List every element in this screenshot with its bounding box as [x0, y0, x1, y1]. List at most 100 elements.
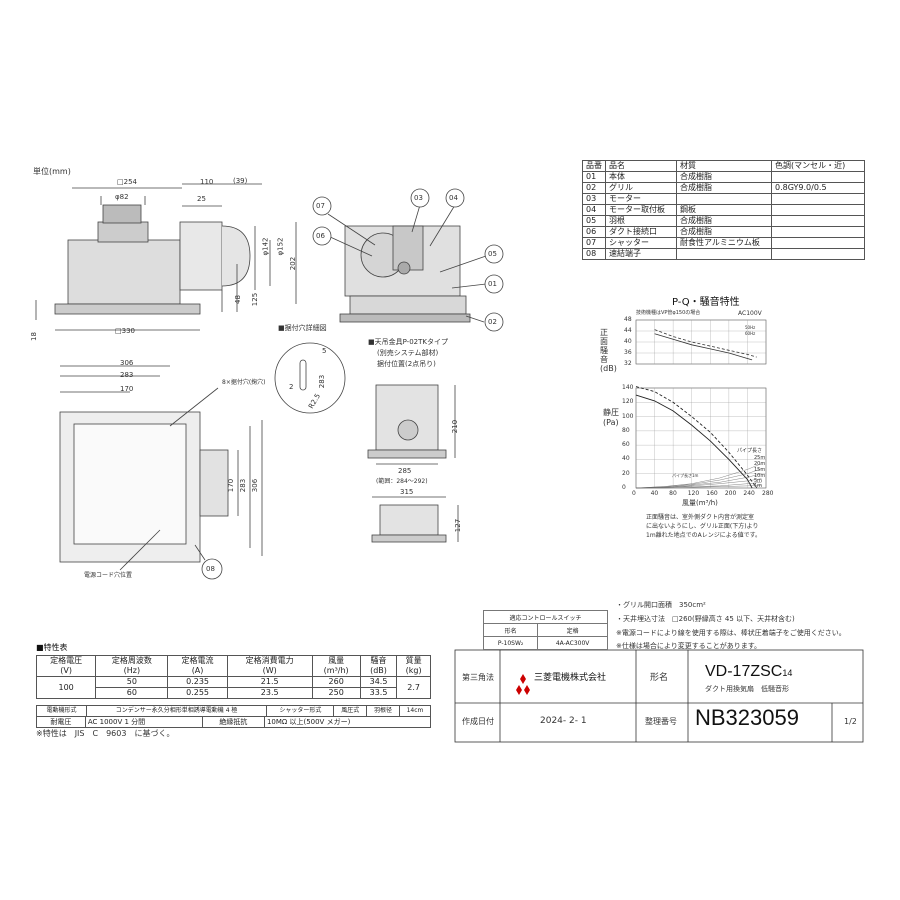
dim-label: φ142 [261, 237, 270, 256]
cell: 04 [582, 204, 606, 216]
cell: シャッター [605, 237, 677, 249]
date-label: 作成日付 [462, 717, 494, 726]
cell [676, 193, 772, 205]
table-row: 60 0.255 23.5 250 33.5 [37, 687, 431, 699]
header-cell: 定格 [537, 623, 608, 637]
pq-series-line [635, 394, 753, 489]
tick-label: 0 [632, 490, 636, 497]
dim-label: □254 [117, 178, 137, 186]
dim-label: 283 [120, 371, 134, 379]
cell: 合成樹脂 [676, 182, 772, 194]
tick-label: 0 [622, 484, 626, 491]
tick-label: 36 [624, 349, 632, 356]
pipe-resistance-curve [636, 484, 762, 489]
pipe-resistance-curve [635, 482, 762, 489]
curve-label: パイプ長さ1m [672, 473, 699, 478]
cell: シャッター形式 [266, 705, 335, 717]
callout-04: 04 [449, 194, 458, 202]
cell [771, 226, 865, 238]
noise-series-line [654, 329, 757, 358]
cell: 50 [95, 676, 169, 688]
unit-label: 単位(mm) [33, 167, 71, 176]
dim-label: 125 [251, 292, 260, 307]
header-cell: 定格周波数 (Hz) [95, 655, 169, 677]
cell: 本体 [605, 171, 677, 183]
cell: 100 [35, 676, 97, 699]
cord-note: 電源コード穴位置 [84, 572, 133, 579]
curve-label: 5m [754, 478, 763, 484]
callout-03: 03 [414, 194, 423, 202]
tick-label: 140 [622, 384, 634, 391]
control-switch-title: 適応コントロールスイッチ [483, 610, 608, 624]
cell: 23.5 [226, 687, 313, 699]
chart-subtitle: 技術機種はVP管φ150の場合 [636, 310, 701, 316]
cell: 速結端子 [605, 248, 677, 260]
tick-label: 160 [706, 490, 718, 497]
spec-header-row: 定格電圧 (V) 定格周波数 (Hz) 定格電流 (A) 定格消費電力 (W) … [35, 655, 431, 677]
cell: 2.7 [396, 676, 431, 699]
dim-label: 283 [239, 478, 248, 493]
chart-note: 1m離れた地点でのAレンジによる値です。 [646, 532, 761, 539]
dim-label: 210 [451, 419, 460, 434]
tick-label: 20 [622, 469, 630, 477]
dim-label: 25 [197, 195, 206, 203]
model-label: 形名 [650, 673, 669, 683]
dim-label: 306 [120, 359, 134, 367]
cell: ダクト接続口 [605, 226, 677, 238]
dim-label: 306 [251, 478, 260, 493]
mitsubishi-logo-icon [516, 674, 530, 695]
x-axis-label: 風量(m³/h) [682, 499, 718, 507]
cell: 10MΩ 以上(500V メガー) [263, 716, 432, 728]
table-row: 耐電圧 AC 1000V 1 分間 絶縁抵抗 10MΩ 以上(500V メガー) [36, 716, 432, 728]
noise-series-line [654, 333, 753, 361]
cell: 風圧式 [333, 705, 368, 717]
cell: 02 [582, 182, 606, 194]
cell: 羽根径 [366, 705, 400, 717]
model-suffix: 14 [782, 668, 793, 678]
header-cell: 定格消費電力 (W) [226, 655, 313, 677]
curve-label: パイプ長さ [737, 448, 763, 454]
bracket-title: ■天吊金具P-02TKタイプ [368, 338, 448, 346]
tick-label: 60 [622, 441, 630, 449]
tick-label: 32 [624, 360, 632, 367]
hole-detail-drawing [274, 342, 346, 414]
header-cell: 風量 (m³/h) [311, 655, 361, 677]
header-cell: 定格電流 (A) [167, 655, 228, 677]
curve-label: 1m [754, 483, 763, 489]
bracket-drawing [367, 384, 459, 543]
cell: 33.5 [359, 687, 398, 699]
dim-label: 170 [120, 385, 134, 393]
page-number: 1/2 [844, 717, 857, 726]
model-description: ダクト用換気扇 低騒音形 [705, 685, 789, 693]
cell: 4A-AC300V [537, 636, 608, 650]
cell: 07 [582, 237, 606, 249]
cell: 03 [582, 193, 606, 205]
cell: 絶縁抵抗 [201, 716, 265, 728]
tick-label: 44 [624, 327, 632, 334]
dim-label: 5 [322, 347, 327, 355]
header-cell: 騒音 (dB) [359, 655, 398, 677]
tick-label: 40 [650, 490, 659, 497]
cell: 耐電圧 [36, 716, 86, 728]
dim-label: 127 [454, 518, 463, 533]
tick-label: 48 [624, 316, 632, 323]
legend-60hz: 60Hz [745, 331, 756, 336]
curve-label: 25m [754, 455, 766, 461]
curve-label: 10m [754, 473, 766, 479]
tick-label: 120 [687, 490, 700, 497]
pq-series-line [635, 386, 758, 489]
dim-label: □330 [115, 327, 135, 335]
spec-extra-table: 電動機形式 コンデンサー永久分相形単相誘導電動機 4 極 シャッター形式 風圧式… [36, 705, 432, 717]
cell: 06 [582, 226, 606, 238]
noise-axis-label: 正面騒音(dB) [600, 328, 617, 373]
header-cell: 形名 [482, 623, 539, 637]
document-number: NB323059 [695, 705, 799, 730]
header-cell: 材質 [676, 160, 772, 172]
cell: モーター取付板 [605, 204, 677, 216]
pipe-resistance-curve [635, 468, 762, 489]
